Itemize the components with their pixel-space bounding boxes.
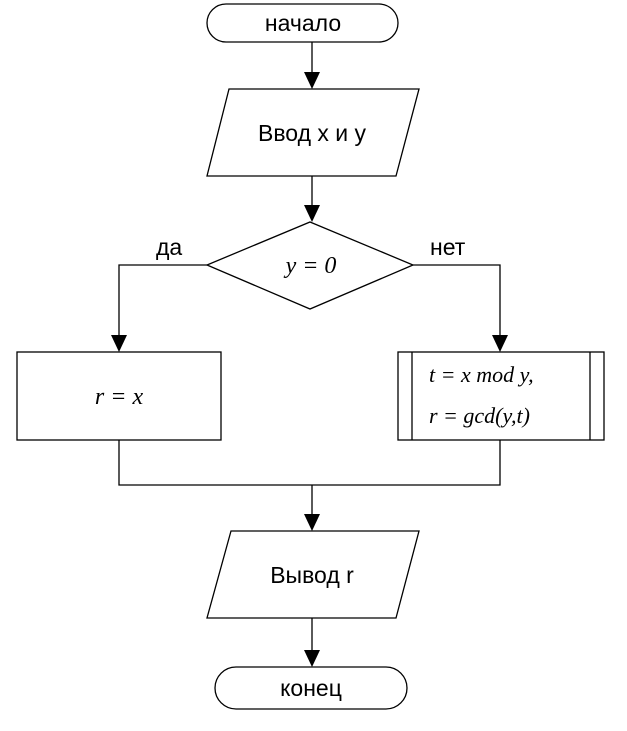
arrow-down-icon (304, 650, 320, 667)
end-terminator: конец (214, 666, 408, 710)
input-shape (206, 88, 420, 177)
end-shape (214, 666, 408, 710)
connector-output-end (304, 618, 320, 667)
arrow-down-icon (111, 335, 127, 352)
arrow-down-icon (492, 335, 508, 352)
input-label: Ввод x и y (258, 120, 367, 146)
decision-condition: y = 0 (284, 253, 337, 279)
yes-process-label: r = x (95, 384, 144, 410)
no-process-line2: r = gcd(y,t) (429, 403, 530, 428)
no-process-line1: t = x mod y, (429, 362, 534, 387)
start-shape (206, 3, 399, 43)
yes-process-block: r = x (16, 351, 222, 441)
output-block: Вывод r (206, 530, 420, 619)
output-shape (206, 530, 420, 619)
start-label: начало (265, 10, 341, 36)
start-terminator: начало (206, 3, 399, 43)
no-process-block: t = x mod y, r = gcd(y,t) (397, 351, 605, 441)
connector-start-input (304, 42, 320, 89)
arrow-down-icon (304, 514, 320, 531)
decision-shape (205, 221, 415, 310)
branch-yes-label: да (156, 234, 182, 260)
connector-no-branch (413, 264, 508, 352)
connector-merge (118, 440, 501, 531)
connector-yes-branch (111, 264, 207, 352)
arrow-down-icon (304, 205, 320, 222)
connector-input-decision (304, 176, 320, 222)
end-label: конец (280, 675, 342, 701)
no-process-shape (397, 351, 605, 441)
decision-block: y = 0 (205, 221, 415, 310)
arrow-down-icon (304, 72, 320, 89)
output-label: Вывод r (270, 562, 354, 588)
input-block: Ввод x и y (206, 88, 420, 177)
branch-no-label: нет (430, 234, 466, 260)
